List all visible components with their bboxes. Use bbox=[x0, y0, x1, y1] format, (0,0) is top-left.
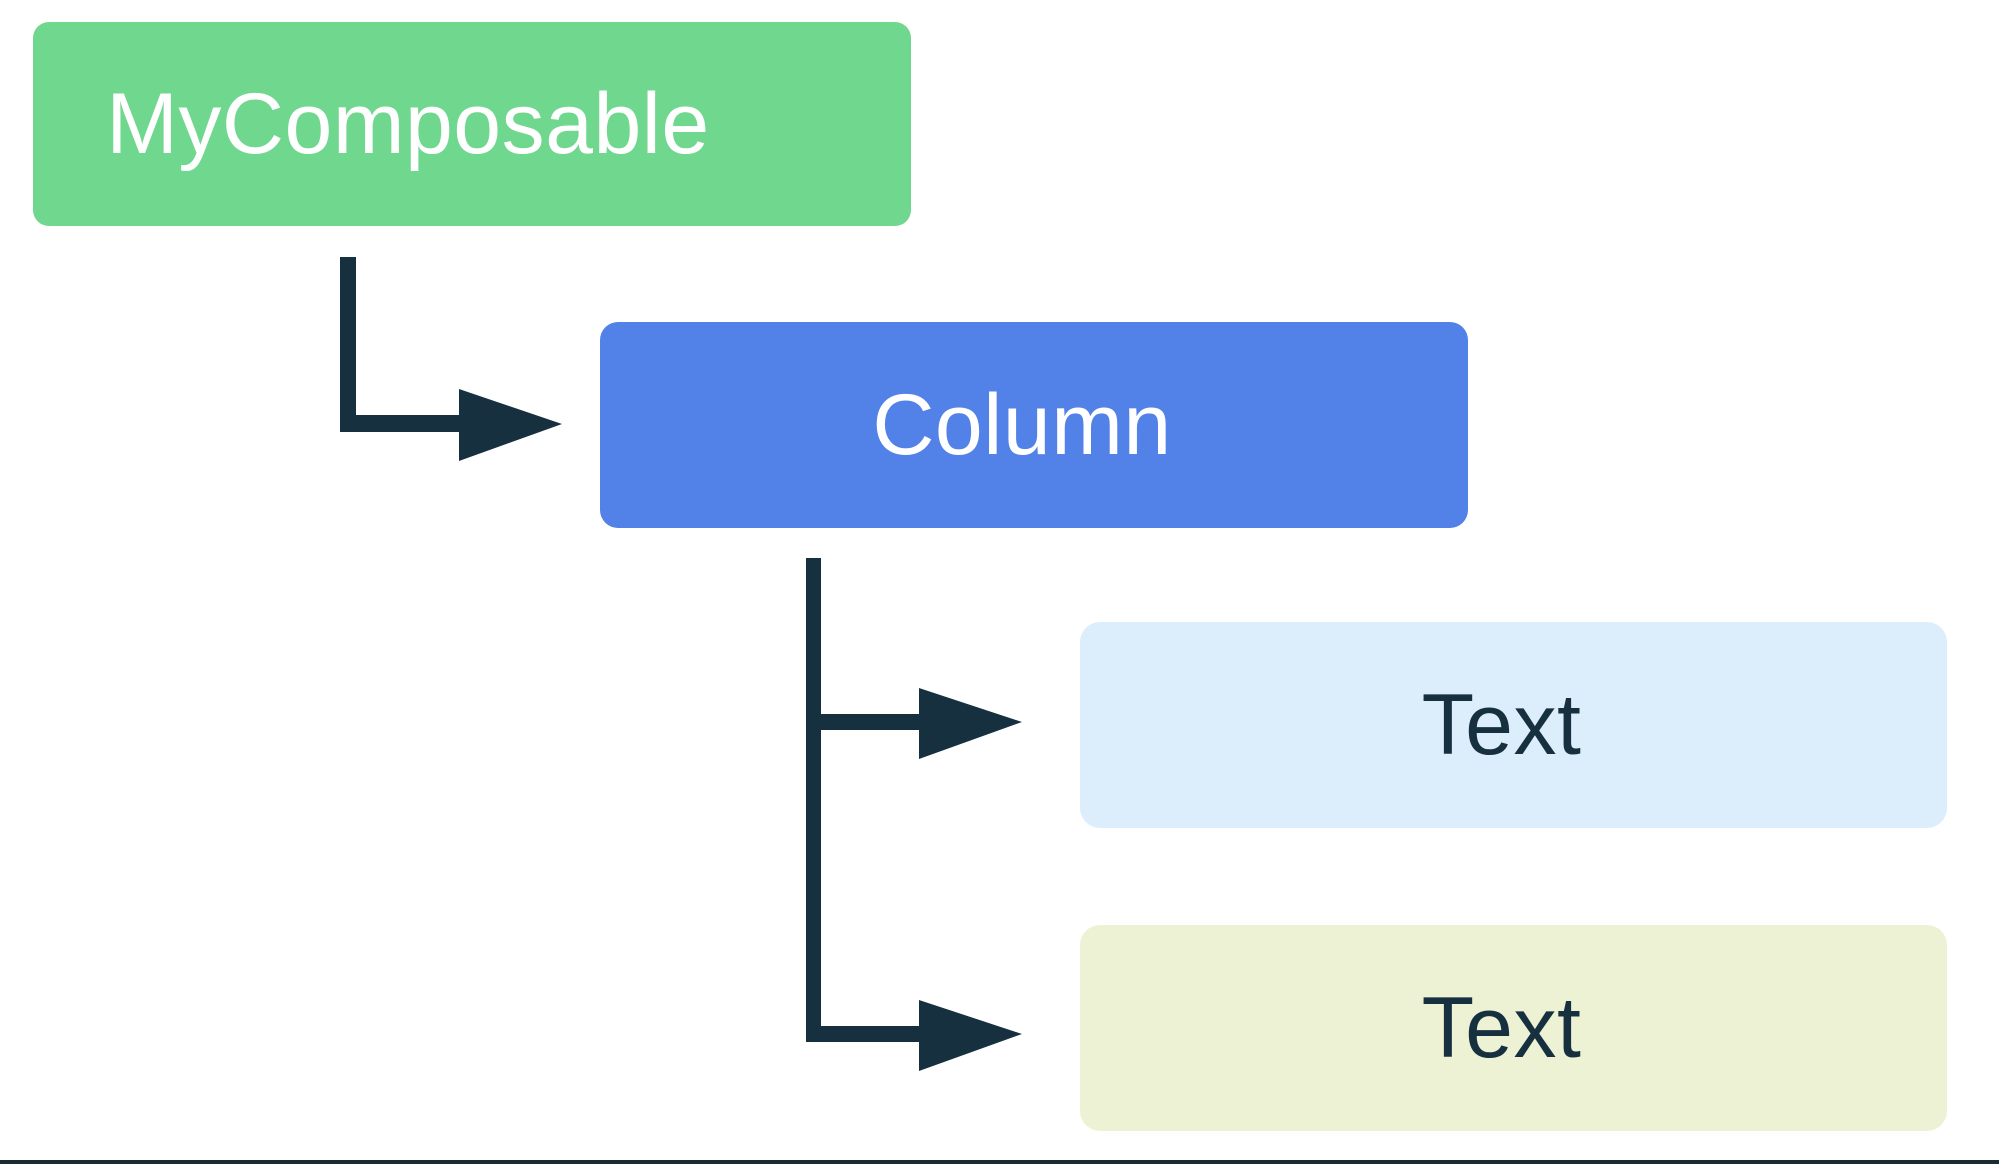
elbow-horizontal-segment bbox=[340, 415, 465, 432]
node-mycomposable[interactable]: MyComposable bbox=[33, 22, 911, 226]
elbow-vertical-segment bbox=[340, 257, 356, 432]
elbow-line-mycomposable-column bbox=[340, 257, 470, 432]
branch-trunk-vertical bbox=[806, 558, 821, 1042]
edge-column-to-children bbox=[806, 558, 1022, 1071]
node-text-1[interactable]: Text bbox=[1080, 622, 1947, 828]
branch-horizontal-text-2 bbox=[806, 1026, 928, 1042]
edge-mycomposable-to-column bbox=[340, 257, 562, 461]
arrowhead-icon-to-text-1 bbox=[919, 688, 1022, 759]
node-text-1-label: Text bbox=[1421, 677, 1582, 773]
bottom-divider bbox=[0, 1160, 1999, 1164]
node-text-2-label: Text bbox=[1421, 980, 1582, 1076]
node-column[interactable]: Column bbox=[600, 322, 1468, 528]
arrowhead-icon-to-text-2 bbox=[919, 1000, 1022, 1071]
node-mycomposable-label: MyComposable bbox=[106, 76, 710, 172]
arrowhead-icon-to-column bbox=[459, 389, 562, 461]
branch-horizontal-text-1 bbox=[806, 714, 928, 730]
node-column-label: Column bbox=[872, 377, 1172, 473]
node-text-2[interactable]: Text bbox=[1080, 925, 1947, 1131]
